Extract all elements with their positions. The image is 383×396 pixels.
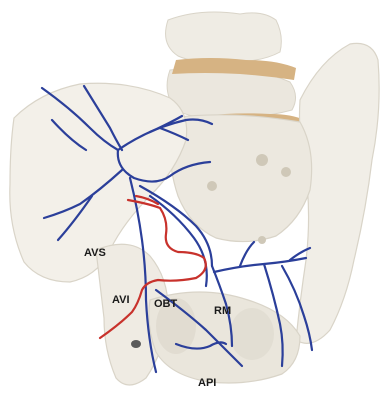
vessel-right-branch-upper (214, 258, 306, 272)
label-api: API (198, 377, 216, 389)
label-obt: OBT (154, 298, 178, 310)
obturator-foramen-right (230, 308, 274, 360)
sacral-foramen (256, 154, 268, 166)
lumbar-vertebra-upper (166, 12, 282, 62)
label-avs: AVS (84, 247, 106, 259)
ischial-fixture (131, 340, 141, 348)
sacral-foramen (281, 167, 291, 177)
vessel-right-fork-3 (240, 242, 254, 266)
pelvis-bone-model (10, 12, 379, 385)
sacral-foramen (207, 181, 217, 191)
label-rm: RM (214, 305, 231, 317)
sacral-foramen (258, 236, 266, 244)
label-avi: AVI (112, 294, 130, 306)
sacrum (169, 115, 312, 242)
